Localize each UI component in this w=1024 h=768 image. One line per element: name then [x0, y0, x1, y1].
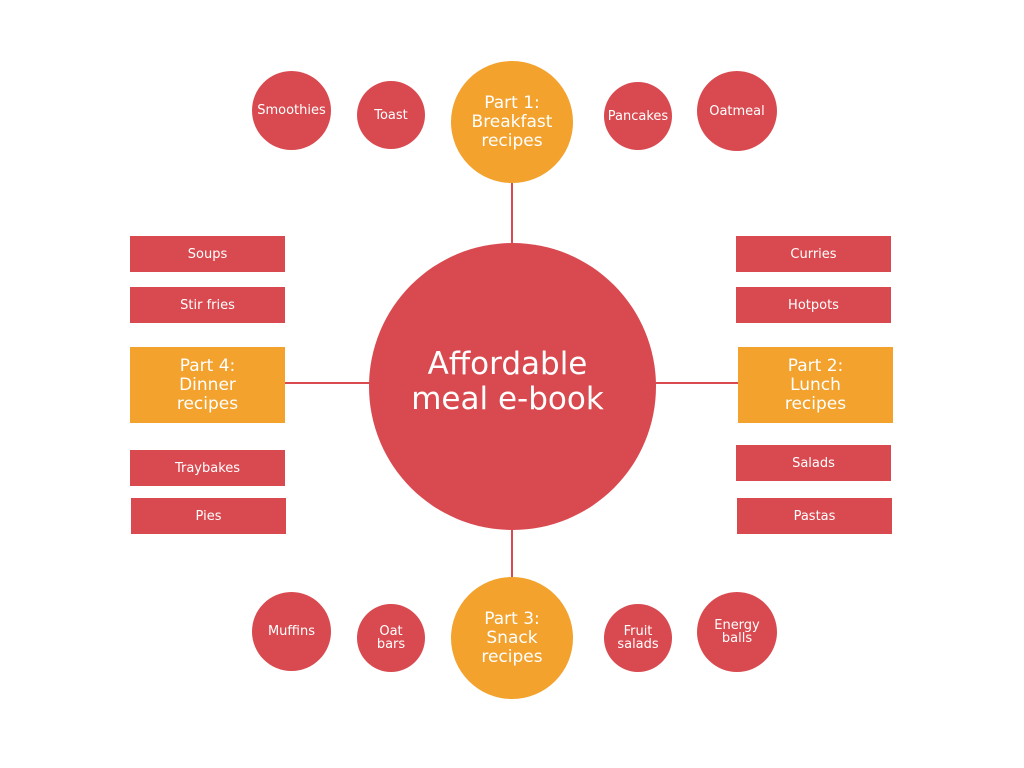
lunch-item-label: Hotpots	[788, 297, 839, 313]
part-lunch-node: Part 2: Lunch recipes	[738, 347, 893, 423]
part-dinner-label: Part 4: Dinner recipes	[176, 355, 239, 414]
connector-dinner	[285, 382, 370, 384]
breakfast-item-label: Oatmeal	[709, 103, 765, 119]
lunch-item-label: Salads	[792, 455, 835, 471]
dinner-item-soups: Soups	[130, 236, 285, 272]
part-breakfast-label: Part 1: Breakfast recipes	[471, 92, 553, 151]
lunch-item-pastas: Pastas	[737, 498, 892, 534]
center-node: Affordable meal e-book	[369, 243, 656, 530]
snack-item-oat-bars: Oat bars	[357, 604, 425, 672]
connector-lunch	[654, 382, 738, 384]
part-snack-label: Part 3: Snack recipes	[481, 608, 543, 667]
connector-snack	[511, 527, 513, 579]
breakfast-item-pancakes: Pancakes	[604, 82, 672, 150]
part-snack-node: Part 3: Snack recipes	[451, 577, 573, 699]
dinner-item-stir-fries: Stir fries	[130, 287, 285, 323]
connector-breakfast	[511, 183, 513, 245]
snack-item-energy-balls: Energy balls	[697, 592, 777, 672]
part-lunch-label: Part 2: Lunch recipes	[784, 355, 847, 414]
dinner-item-traybakes: Traybakes	[130, 450, 285, 486]
snack-item-muffins: Muffins	[252, 592, 331, 671]
breakfast-item-label: Smoothies	[257, 103, 326, 118]
snack-item-label: Energy balls	[714, 618, 760, 646]
breakfast-item-label: Toast	[374, 107, 408, 123]
lunch-item-salads: Salads	[736, 445, 891, 481]
dinner-item-label: Soups	[187, 246, 228, 262]
dinner-item-label: Stir fries	[180, 297, 235, 313]
lunch-item-label: Pastas	[793, 508, 836, 524]
dinner-item-pies: Pies	[131, 498, 286, 534]
lunch-item-label: Curries	[790, 246, 837, 262]
part-breakfast-node: Part 1: Breakfast recipes	[451, 61, 573, 183]
dinner-item-label: Traybakes	[174, 460, 241, 476]
snack-item-label: Oat bars	[376, 624, 406, 652]
center-label: Affordable meal e-book	[411, 345, 604, 417]
snack-item-label: Fruit salads	[617, 624, 659, 652]
lunch-item-hotpots: Hotpots	[736, 287, 891, 323]
snack-item-fruit-salads: Fruit salads	[604, 604, 672, 672]
part-dinner-node: Part 4: Dinner recipes	[130, 347, 285, 423]
breakfast-item-smoothies: Smoothies	[252, 71, 331, 150]
snack-item-label: Muffins	[267, 624, 316, 639]
dinner-item-label: Pies	[195, 508, 222, 524]
lunch-item-curries: Curries	[736, 236, 891, 272]
breakfast-item-label: Pancakes	[607, 108, 669, 124]
breakfast-item-oatmeal: Oatmeal	[697, 71, 777, 151]
breakfast-item-toast: Toast	[357, 81, 425, 149]
